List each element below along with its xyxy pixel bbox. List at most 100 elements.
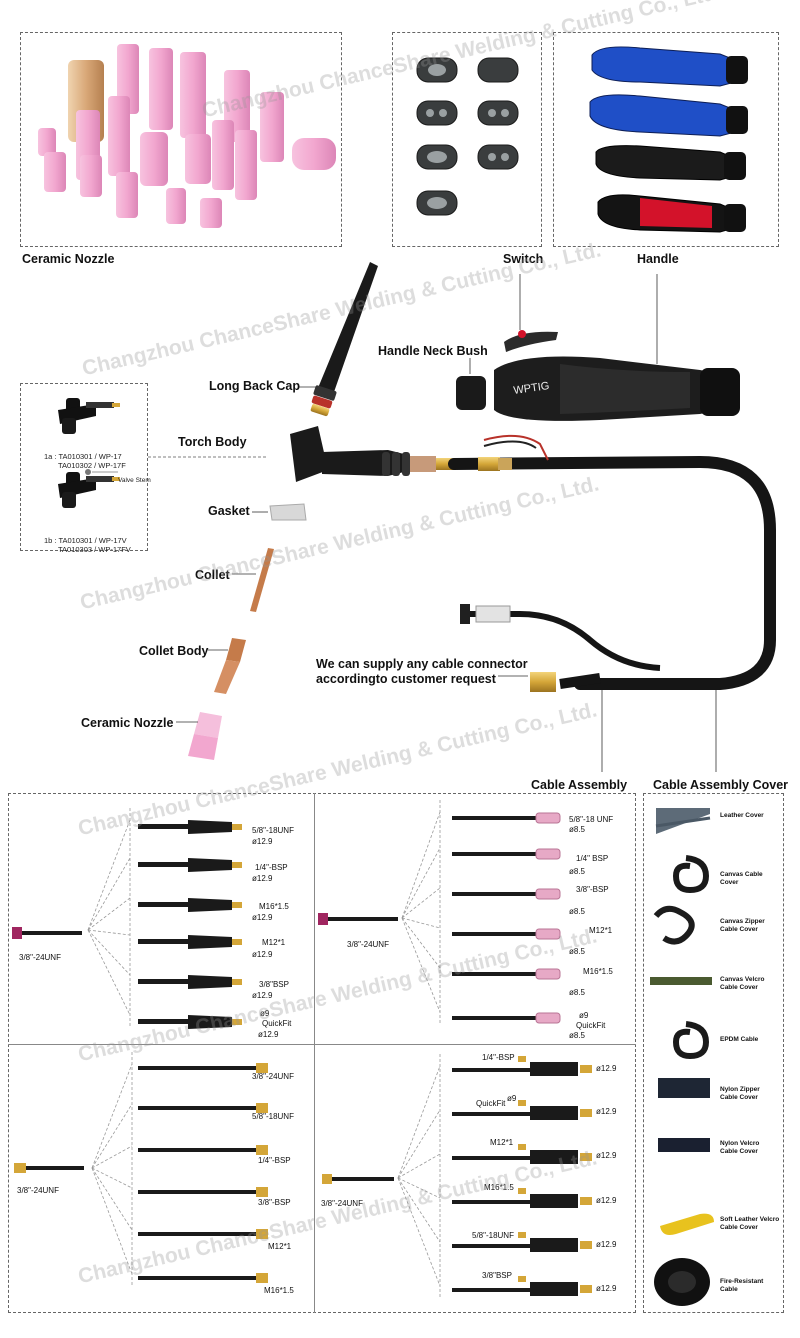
br-brass-6 — [580, 1285, 592, 1293]
tr-fan-6 — [401, 917, 441, 1013]
bl-brass-3 — [256, 1145, 268, 1155]
br-cable-1 — [452, 1068, 532, 1072]
br-item-4-thread: M16*1.5 — [484, 1183, 514, 1192]
br-brass-5 — [580, 1241, 592, 1249]
cover-label-9: Fire-Resistant Cable — [720, 1278, 764, 1293]
br-item-5-dia: ø12.9 — [596, 1240, 617, 1249]
torch-body-variants-box — [20, 383, 148, 551]
tl-fan-2 — [87, 857, 131, 931]
tl-brass-6 — [232, 1019, 242, 1025]
tr-item-2-thread: 1/4" BSP — [576, 854, 609, 863]
tr-cable-2 — [452, 852, 542, 856]
bl-cable-3 — [138, 1148, 256, 1152]
br-brass-1 — [580, 1065, 592, 1073]
tl-brass-3 — [232, 902, 242, 908]
gasket-label: Gasket — [208, 504, 250, 518]
handle-neck-bush-label: Handle Neck Bush — [378, 344, 488, 358]
cover-label-3: Canvas Zipper Cable Cover — [720, 918, 765, 933]
tr-cable-3 — [452, 892, 542, 896]
nylon-velcro-cover-icon — [658, 1138, 710, 1152]
tl-item-6-extra: ø9 — [260, 1009, 270, 1018]
br-cable-4 — [452, 1200, 532, 1204]
ceramic-nozzle-panel — [20, 32, 342, 247]
tl-connector-6 — [188, 1015, 232, 1029]
tl-connector-2 — [188, 858, 232, 872]
tr-fan-4 — [401, 917, 441, 929]
tl-item-1-dia: ø12.9 — [252, 837, 273, 846]
ceramic-nozzle-set — [38, 44, 336, 228]
br-item-5-thread: 5/8"-18UNF — [472, 1231, 514, 1240]
br-small-brass-3 — [518, 1144, 526, 1150]
tr-cable-1 — [452, 816, 542, 820]
tr-item-5-thread: M16*1.5 — [583, 967, 613, 976]
handle-panel — [553, 32, 779, 247]
tr-fan-5 — [401, 917, 441, 969]
tr-item-3-thread: 3/8"-BSP — [576, 885, 609, 894]
tr-fitting-1 — [535, 812, 561, 824]
ceramic-nozzle-part-label: Ceramic Nozzle — [81, 716, 174, 730]
grid-vertical-divider — [314, 793, 315, 1313]
br-brass-2 — [580, 1109, 592, 1117]
torch-variant-1b — [58, 469, 120, 508]
br-small-brass-5 — [518, 1232, 526, 1238]
nozzle-7 — [108, 96, 130, 176]
tr-item-2-dia: ø8.5 — [569, 867, 586, 876]
br-cable-5 — [452, 1244, 532, 1248]
exploded-diagram-art: WPTIG — [58, 262, 776, 772]
covers-panel — [643, 793, 784, 1313]
tl-connector-1 — [188, 820, 232, 834]
br-item-4-dia: ø12.9 — [596, 1196, 617, 1205]
tr-fan-1 — [401, 811, 441, 919]
br-small-brass-2 — [518, 1100, 526, 1106]
br-fan-3 — [397, 1153, 441, 1179]
br-fan-2 — [397, 1109, 441, 1179]
tl-item-4-dia: ø12.9 — [252, 950, 273, 959]
br-cable-3 — [452, 1156, 532, 1160]
epdm-cable-icon — [672, 1021, 710, 1060]
tl-fan-5 — [87, 929, 131, 976]
tl-connector-3 — [188, 898, 232, 912]
br-item-3-thread: M12*1 — [490, 1138, 514, 1147]
nylon-zipper-cover-icon — [658, 1078, 710, 1098]
connector-note-line2: accordingto customer request — [316, 672, 496, 686]
torch-1a-model-line1: 1a : TA010301 / WP-17 — [44, 452, 122, 461]
handle-brand-text: WPTIG — [513, 380, 550, 397]
nozzle-8 — [140, 132, 168, 186]
tr-item-3-dia: ø8.5 — [569, 907, 586, 916]
tr-item-4-thread: M12*1 — [589, 926, 613, 935]
bl-fan-4 — [91, 1167, 133, 1189]
tr-fitting-2 — [535, 848, 561, 860]
tr-cable-6 — [452, 1016, 542, 1020]
cover-label-8: Soft Leather Velcro Cable Cover — [720, 1216, 780, 1231]
br-fan-6 — [397, 1177, 441, 1287]
canvas-cable-cover-icon — [672, 855, 710, 894]
tl-item-2-dia: ø12.9 — [252, 874, 273, 883]
torch-body-art — [290, 426, 454, 482]
canvas-zipper-cover-icon — [653, 905, 695, 945]
main-cable — [448, 455, 776, 690]
tl-item-5-dia: ø12.9 — [252, 991, 273, 1000]
cable-grid-frame — [8, 793, 636, 1313]
tr-item-6-thread: QuickFit — [576, 1021, 606, 1030]
bl-item-6: M16*1.5 — [264, 1286, 294, 1295]
bl-fan-6 — [91, 1167, 133, 1275]
torch-1b-model-line1: 1b : TA010301 / WP-17V — [44, 536, 127, 545]
tl-item-3-thread: M16*1.5 — [259, 902, 289, 911]
collet-body-art — [214, 638, 246, 694]
bl-fan-1 — [91, 1063, 133, 1169]
bl-item-3: 1/4"-BSP — [258, 1156, 291, 1165]
bl-fan-5 — [91, 1167, 133, 1231]
br-small-brass-1 — [518, 1056, 526, 1062]
bl-cable-6 — [138, 1276, 256, 1280]
br-source-label: 3/8"-24UNF — [321, 1199, 363, 1208]
tl-item-3-dia: ø12.9 — [252, 913, 273, 922]
tr-item-5-dia: ø8.5 — [569, 988, 586, 997]
tl-brass-1 — [232, 824, 242, 830]
nozzle-16 — [166, 188, 186, 224]
tl-brass-5 — [232, 979, 242, 985]
nozzle-5 — [260, 92, 284, 162]
br-connector-2 — [530, 1106, 578, 1120]
br-fan-5 — [397, 1177, 441, 1243]
tl-fan-6 — [87, 929, 131, 1016]
